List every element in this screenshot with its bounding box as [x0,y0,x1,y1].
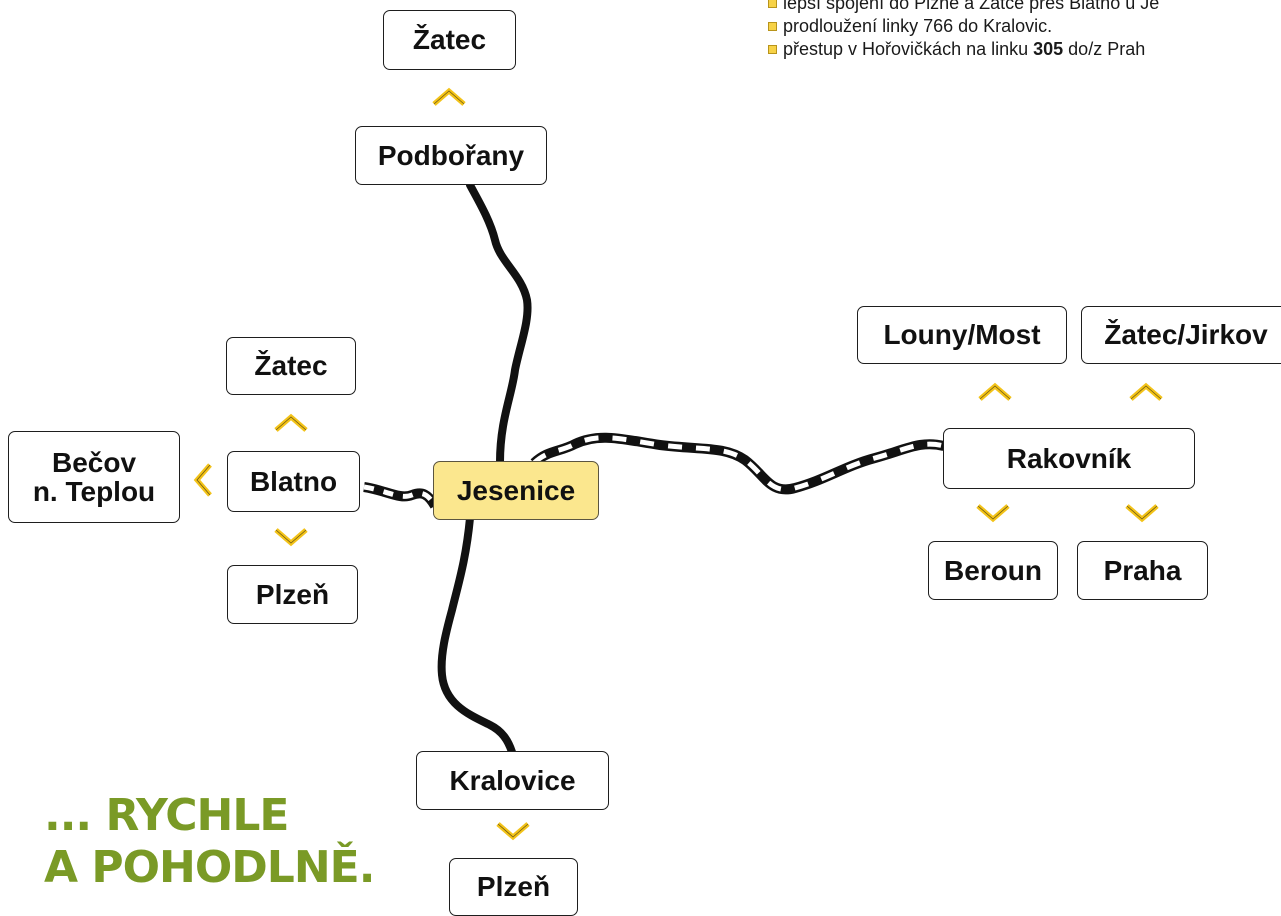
station-label: Žatec [254,350,328,382]
note-item: přestup v Hořovičkách na linku 305 do/z … [768,38,1281,61]
station-label: Rakovník [1006,442,1132,474]
hub-label: Jesenice [456,474,576,506]
note-text-start: přestup v Hořovičkách na linku [783,39,1034,59]
chevron-up-icon [1128,379,1164,403]
station-plzen-west: Plzeň [227,565,358,624]
bus-route-south [437,514,516,756]
station-label: Kralovice [449,764,576,796]
station-jesenice-hub: Jesenice [433,461,599,520]
station-becov: Bečov n. Teplou [8,431,180,523]
note-item: lepší spojení do Plzně a Žatce přes Blat… [768,0,1281,15]
bullet-icon [768,0,777,8]
note-text: prodloužení linky 766 do Kralovic. [783,16,1053,36]
rail-route-west [363,482,440,509]
rail-route-east [530,432,946,495]
station-label: Plzeň [476,871,551,903]
station-label-line1: Bečov [51,446,137,478]
chevron-down-icon [975,502,1011,526]
chevron-up-icon [431,84,467,108]
note-text: lepší spojení do Plzně a Žatce přes Blat… [783,0,1160,13]
station-label: Plzeň [255,578,330,610]
station-zatec-north: Žatec [383,10,516,70]
slogan: ... RYCHLE A POHODLNĚ. [44,790,375,894]
station-rakovnik: Rakovník [943,428,1195,489]
chevron-up-icon [273,410,309,434]
station-zatec-jirkov: Žatec/Jirkov [1081,306,1281,364]
station-label: Podbořany [377,139,525,171]
station-label: Blatno [249,465,338,497]
bullet-icon [768,45,777,54]
station-label: Praha [1103,554,1182,586]
station-label: Žatec [412,24,487,56]
line-number: 305 [1033,39,1064,59]
note-item: prodloužení linky 766 do Kralovic. [768,15,1281,38]
station-podborany: Podbořany [355,126,547,185]
station-label: Louny/Most [883,319,1041,351]
chevron-down-icon [1124,502,1160,526]
slogan-line1: ... RYCHLE [44,790,289,841]
slogan-line2: A POHODLNĚ. [44,842,375,893]
station-beroun: Beroun [928,541,1058,600]
note-text-end: do/z Prah [1063,39,1146,59]
station-label: Beroun [944,554,1042,586]
station-louny-most: Louny/Most [857,306,1067,364]
chevron-up-icon [977,379,1013,403]
station-blatno: Blatno [227,451,360,512]
station-plzen-south: Plzeň [449,858,578,916]
station-kralovice: Kralovice [416,751,609,810]
bullet-icon [768,22,777,31]
station-praha: Praha [1077,541,1208,600]
route-changes-list: lepší spojení do Plzně a Žatce přes Blat… [768,0,1281,61]
bus-route-north [466,181,532,466]
station-label-line2: n. Teplou [32,476,156,507]
station-zatec-west: Žatec [226,337,356,395]
chevron-down-icon [273,526,309,550]
chevron-down-icon [495,820,531,844]
chevron-left-icon [190,462,214,498]
station-label: Žatec/Jirkov [1104,319,1268,351]
